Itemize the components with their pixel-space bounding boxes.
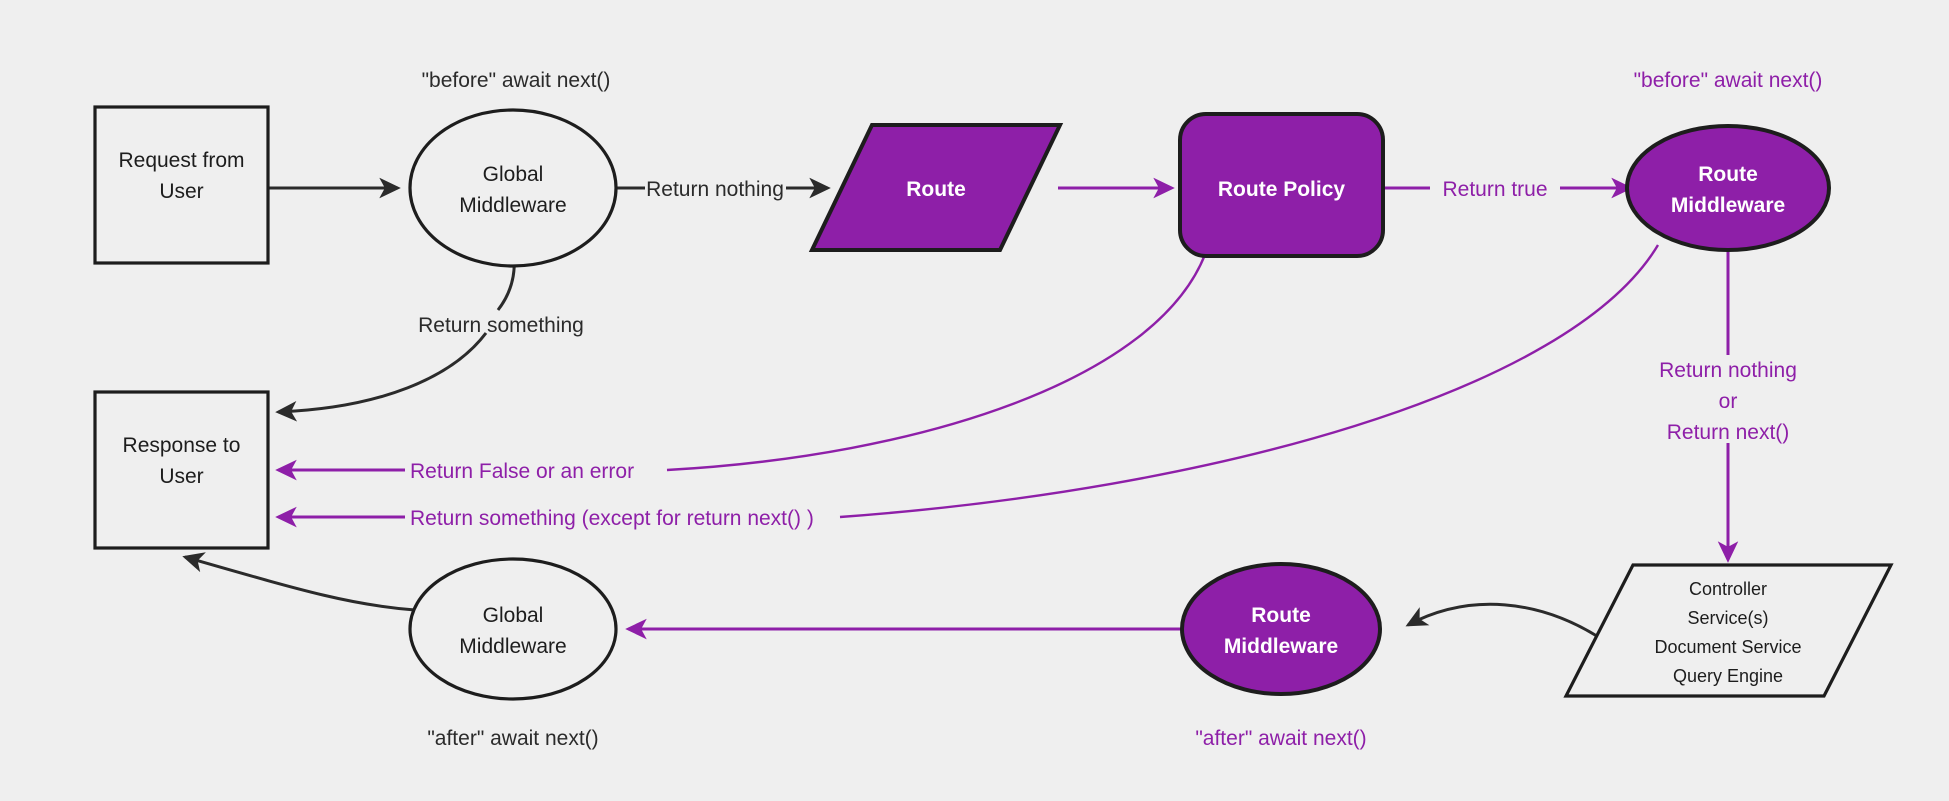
node-controller-line2: Service(s) xyxy=(1687,608,1768,628)
node-route-middleware-bottom-line2: Middleware xyxy=(1224,635,1338,658)
node-response-label-line2: User xyxy=(159,465,203,488)
node-request-label-line1: Request from xyxy=(118,149,244,172)
edge-label-return-nothing-or-next-line3: Return next() xyxy=(1667,421,1790,444)
node-response-label-line1: Response to xyxy=(123,434,241,457)
node-controller-line1: Controller xyxy=(1689,579,1767,599)
node-request-from-user[interactable]: Request from User xyxy=(93,105,270,265)
node-global-middleware-top-line1: Global xyxy=(483,163,544,186)
edge-label-return-false-or-error: Return False or an error xyxy=(410,460,634,483)
edge-label-return-something-except: Return something (except for return next… xyxy=(410,507,814,530)
node-route-middleware-bottom[interactable]: Route Middleware xyxy=(1180,562,1382,696)
node-request-label-line2: User xyxy=(159,180,203,203)
node-route-label: Route xyxy=(906,178,966,201)
node-route-middleware-bottom-line1: Route xyxy=(1251,604,1311,627)
edge-label-return-nothing-or-next-line1: Return nothing xyxy=(1659,359,1797,382)
annotation-after-await-next-purple: "after" await next() xyxy=(1195,727,1366,750)
edge-controller-to-route-middleware-bottom xyxy=(1405,602,1601,640)
node-route-middleware-top-line2: Middleware xyxy=(1671,194,1785,217)
annotation-before-await-next-dark: "before" await next() xyxy=(422,69,611,92)
annotation-after-await-next-dark: "after" await next() xyxy=(427,727,598,750)
node-route-policy[interactable]: Route Policy xyxy=(1178,112,1385,258)
node-global-middleware-bottom-line1: Global xyxy=(483,604,544,627)
annotation-before-await-next-purple: "before" await next() xyxy=(1634,69,1823,92)
node-route-policy-label: Route Policy xyxy=(1218,178,1346,201)
node-controller-line4: Query Engine xyxy=(1673,666,1783,686)
edge-return-something-to-response xyxy=(275,332,488,422)
edge-route-middleware-return-something-curve xyxy=(839,244,1660,519)
node-global-middleware-top-line2: Middleware xyxy=(459,194,566,217)
edge-label-return-something: Return something xyxy=(418,314,584,337)
node-controller-line3: Document Service xyxy=(1654,637,1801,657)
edge-label-return-true: Return true xyxy=(1442,178,1547,201)
node-global-middleware-top[interactable]: Global Middleware xyxy=(408,108,618,268)
node-route-middleware-top-line1: Route xyxy=(1698,163,1758,186)
node-route-middleware-top[interactable]: Route Middleware xyxy=(1625,124,1831,252)
edge-label-return-nothing-or-next-line2: or xyxy=(1719,390,1738,413)
edge-route-policy-return-false-curve xyxy=(666,251,1208,472)
node-route[interactable]: Route xyxy=(808,123,1064,252)
node-global-middleware-bottom-line2: Middleware xyxy=(459,635,566,658)
node-global-middleware-bottom[interactable]: Global Middleware xyxy=(408,557,618,701)
node-response-to-user[interactable]: Response to User xyxy=(93,390,270,550)
node-controller-services[interactable]: Controller Service(s) Document Service Q… xyxy=(1563,563,1894,698)
edge-label-return-nothing: Return nothing xyxy=(646,178,784,201)
edge-global-middleware-bottom-to-response xyxy=(182,552,416,612)
